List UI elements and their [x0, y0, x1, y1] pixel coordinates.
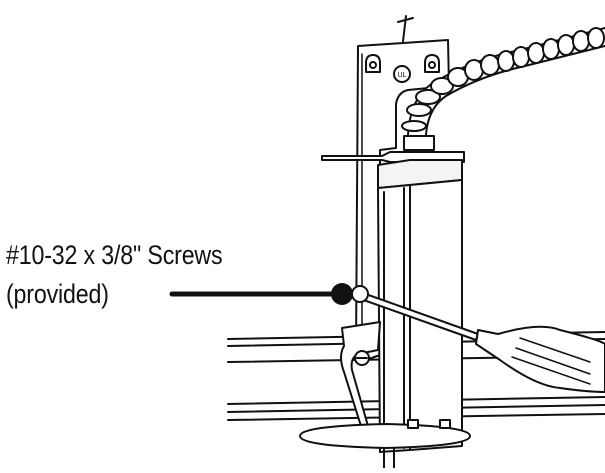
screw-head — [351, 285, 369, 303]
trim-ring — [299, 423, 471, 449]
callout-dot — [331, 283, 353, 305]
driver-housing — [377, 159, 463, 453]
keyhole-slot-left — [365, 54, 381, 73]
keyhole-slot-right — [424, 54, 440, 73]
conduit-connector — [403, 135, 435, 151]
flex-conduit — [401, 27, 605, 136]
callout-label-screws: #10-32 x 3/8" Screws — [6, 240, 223, 270]
ul-mark-text: UL — [398, 72, 407, 79]
ul-mark-icon — [393, 65, 411, 83]
callout-label-provided: (provided) — [6, 279, 109, 309]
screwdriver — [357, 291, 605, 393]
